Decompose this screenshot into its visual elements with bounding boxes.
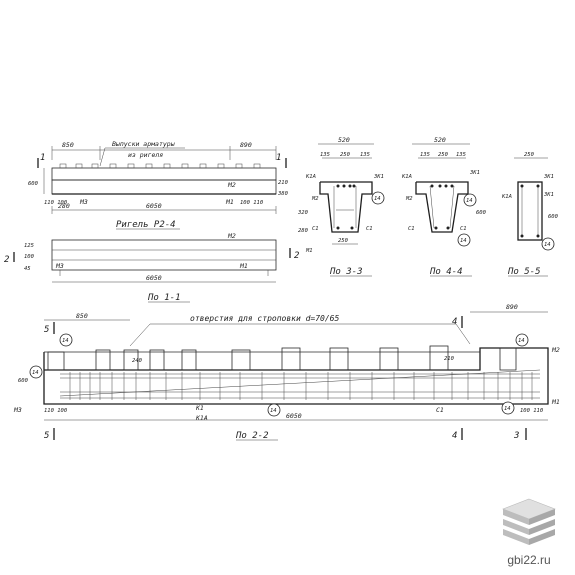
dim-320-s33: 320: [297, 210, 309, 216]
plan-1-1-view: M2 M1 M3 2 2 125 100 45 6050 По 1-1: [4, 232, 299, 303]
bubble-14-c: 14: [270, 408, 277, 414]
section-mark-1-left: 1: [40, 153, 45, 163]
label-k1a-s22: K1A: [195, 414, 208, 422]
dim-850-s22: 850: [76, 312, 88, 320]
bubble-14-a: 14: [62, 338, 69, 344]
label-m2-s33: M2: [311, 196, 319, 202]
label-m2-s44: M2: [405, 196, 413, 202]
section-mark-3-bottom: 3: [513, 431, 519, 441]
label-zk1-s44: ЗК1: [469, 170, 480, 176]
dim-135a-s44: 135: [420, 152, 430, 158]
label-m3-beam: M3: [79, 198, 88, 206]
dim-100-plan: 100: [24, 254, 35, 260]
label-k1a-s33: K1A: [305, 174, 316, 180]
bubble-14-s44: 14: [466, 198, 473, 204]
dim-250-bottom-s33: 250: [338, 238, 349, 244]
label-m2-beam: M2: [227, 181, 236, 189]
section-mark-1-right: 1: [276, 153, 281, 163]
section-mark-5-top: 5: [44, 325, 49, 335]
section-mark-4-bottom: 4: [452, 431, 457, 441]
label-m2-plan: M2: [227, 232, 236, 240]
dim-6050-beam: 6050: [146, 202, 162, 210]
dim-125-plan: 125: [24, 243, 34, 249]
dim-135b-s44: 135: [456, 152, 466, 158]
dim-100-110-s22: 100 110: [520, 408, 544, 414]
label-k1a-s44: K1A: [401, 174, 412, 180]
label-k1a-s55: K1A: [501, 194, 512, 200]
label-m3-s22: M3: [13, 406, 22, 414]
dim-250-s55: 250: [524, 152, 535, 158]
dim-380-beam: 380: [277, 191, 289, 197]
label-c1a-s33: C1: [312, 226, 319, 232]
stacked-slabs-logo-icon: [502, 498, 556, 545]
dim-600-left: 600: [28, 181, 39, 187]
plan-1-1-title: По 1-1: [147, 293, 181, 303]
section-4-4-view: 520 135 250 135 K1A ЗК1 M2 C1 C1 600 14 …: [401, 136, 487, 277]
beam-title: Ригель Р2-4: [116, 220, 176, 230]
watermark: gbi22.ru: [493, 495, 565, 567]
dim-250-s44: 250: [438, 152, 449, 158]
dim-600-s44: 600: [476, 210, 487, 216]
dim-280-s33: 280: [298, 228, 309, 234]
label-zk1-s33: ЗК1: [373, 174, 384, 180]
dim-250-s33: 250: [340, 152, 351, 158]
label-zk1b-s55: ЗК1: [543, 192, 554, 198]
section-3-3-title: По 3-3: [329, 267, 363, 277]
dim-280-beam: 280: [58, 202, 70, 210]
label-m3-plan: M3: [55, 262, 64, 270]
bubble-14b-s44: 14: [460, 238, 467, 244]
label-zk1-s55: ЗК1: [543, 174, 554, 180]
dim-520-s33: 520: [338, 136, 350, 144]
note-outlets: Выпуски арматуры: [112, 140, 175, 148]
label-k1-s22: K1: [195, 404, 204, 412]
bubble-14-s33: 14: [374, 196, 381, 202]
dim-6050-plan: 6050: [146, 274, 162, 282]
dim-110-100-beam: 110 100: [44, 200, 68, 206]
label-m2-s22: M2: [551, 346, 560, 354]
section-4-4-title: По 4-4: [429, 267, 463, 277]
beam-elevation-view: 850 890 Выпуски арматуры из ригеля 600: [28, 140, 289, 230]
dim-890-top: 890: [240, 141, 252, 149]
section-3-3-view: 520 135 250 135 K1A ЗК1 M2 C1 C1 M1 320 …: [297, 136, 385, 277]
label-c1b-s33: C1: [366, 226, 373, 232]
section-mark-2-right: 2: [294, 251, 299, 261]
section-5-5-title: По 5-5: [507, 267, 541, 277]
label-m1-s22: M1: [551, 398, 560, 406]
dim-6050-s22: 6050: [286, 412, 302, 420]
dim-600-s22: 600: [18, 378, 29, 384]
label-m1-beam: M1: [225, 198, 234, 206]
note-holes: отверстия для строповки d=70/65: [190, 314, 339, 323]
bubble-14-b: 14: [32, 370, 39, 376]
dim-210-beam: 210: [278, 180, 289, 186]
bubble-14-e: 14: [518, 338, 525, 344]
watermark-text: gbi22.ru: [507, 553, 551, 567]
label-m1-s33: M1: [305, 248, 313, 254]
label-c1-s22: C1: [436, 406, 444, 414]
section-mark-2-left: 2: [4, 255, 9, 265]
dim-600-s55: 600: [548, 214, 559, 220]
label-m1-plan: M1: [239, 262, 248, 270]
dim-850-top: 850: [62, 141, 74, 149]
dim-45-plan: 45: [24, 266, 31, 272]
dim-110-100-s22: 110 100: [44, 408, 68, 414]
section-mark-4-top: 4: [452, 317, 457, 327]
dim-890-s22: 890: [506, 303, 518, 311]
label-c1a-s44: C1: [408, 226, 415, 232]
section-mark-5-bottom: 5: [44, 431, 49, 441]
bubble-14-s55: 14: [544, 242, 551, 248]
section-2-2-view: 850 890 отверстия для строповки d=70/65 …: [13, 303, 560, 441]
dim-135a-s33: 135: [320, 152, 330, 158]
dim-240-s22: 240: [132, 358, 143, 364]
note-from-beam: из ригеля: [128, 151, 163, 159]
section-5-5-view: 250 ЗК1 K1A ЗК1 600 14 По 5-5: [501, 152, 559, 277]
section-2-2-title: По 2-2: [235, 431, 269, 441]
dim-210-s22: 210: [444, 356, 455, 362]
dim-520-s44: 520: [434, 136, 446, 144]
label-c1b-s44: C1: [460, 226, 467, 232]
dim-135b-s33: 135: [360, 152, 370, 158]
bubble-14-d: 14: [504, 406, 511, 412]
dim-100-110-beam: 100 110: [240, 200, 264, 206]
